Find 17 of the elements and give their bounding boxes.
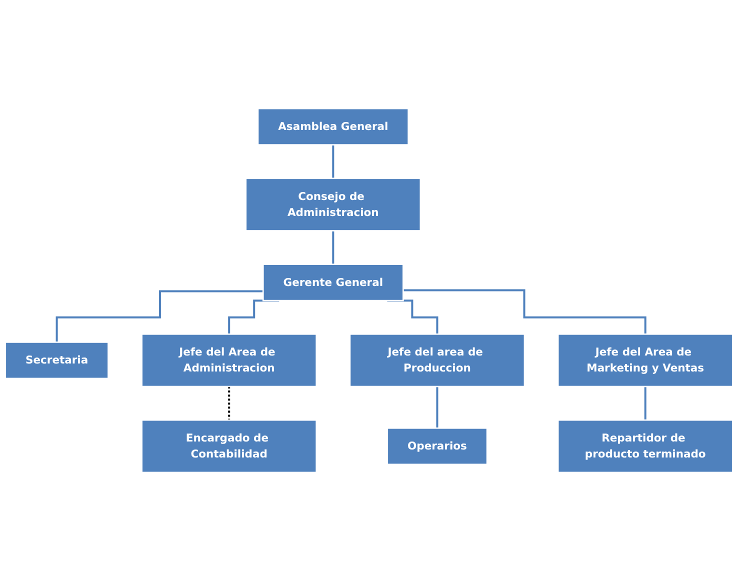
connector bbox=[332, 230, 334, 266]
connector bbox=[644, 386, 646, 422]
node-box: Consejo de Administracion bbox=[245, 178, 422, 232]
node-box: Asamblea General bbox=[257, 108, 409, 146]
node-box: Repartidor de producto terminado bbox=[557, 419, 734, 474]
node-box: Gerente General bbox=[262, 264, 404, 302]
node-box: Operarios bbox=[386, 427, 488, 466]
node-box: Jefe del area de Produccion bbox=[349, 333, 526, 388]
connector bbox=[332, 144, 334, 180]
connector bbox=[228, 386, 230, 422]
connector bbox=[403, 289, 646, 336]
connector bbox=[436, 386, 438, 430]
node-box: Jefe del Area de Administracion bbox=[141, 333, 318, 388]
node-box: Secretaria bbox=[4, 342, 109, 380]
node-box: Jefe del Area de Marketing y Ventas bbox=[557, 333, 734, 388]
connector bbox=[56, 290, 264, 344]
node-box: Encargado de Contabilidad bbox=[141, 419, 318, 474]
